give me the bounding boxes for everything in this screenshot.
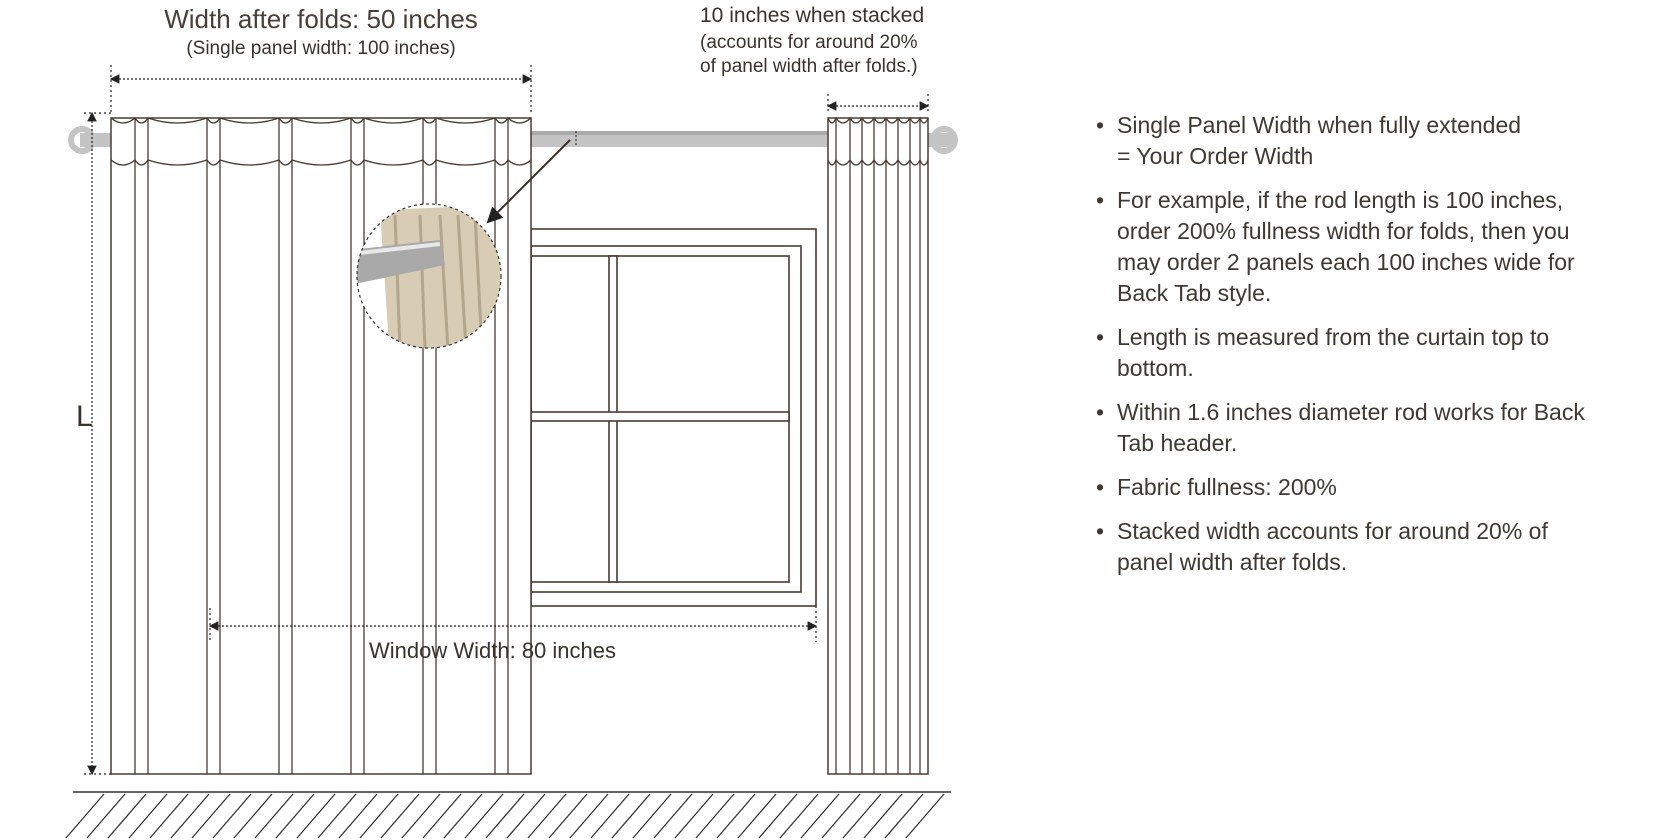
- note-line: Single Panel Width when fully extended: [1117, 112, 1522, 138]
- note-line: panel width after folds.: [1117, 549, 1348, 575]
- bullet-icon: •: [1096, 112, 1105, 138]
- note-line: For example, if the rod length is 100 in…: [1117, 187, 1564, 213]
- stacked-curtain-panel: [827, 116, 929, 775]
- note-item: • Within 1.6 inches diameter rod works fo…: [1096, 397, 1676, 459]
- note-line: order 200% fullness width for folds, the…: [1117, 218, 1570, 244]
- notes-list: • Single Panel Width when fully extended =…: [1096, 110, 1676, 591]
- bullet-icon: •: [1096, 518, 1105, 544]
- note-item: • Fabric fullness: 200%: [1096, 472, 1676, 503]
- bullet-icon: •: [1096, 399, 1105, 425]
- bullet-icon: •: [1096, 324, 1105, 350]
- note-line: Tab header.: [1117, 430, 1238, 456]
- stacked-note-line-1: (accounts for around 20%: [700, 32, 918, 53]
- note-line: bottom.: [1117, 355, 1194, 381]
- note-line: Back Tab style.: [1117, 280, 1272, 306]
- floor-hatch: [65, 791, 951, 839]
- window: [530, 228, 817, 607]
- note-item: • Length is measured from the curtain top…: [1096, 322, 1676, 384]
- stacked-note-line-2: of panel width after folds.): [700, 56, 918, 77]
- note-item: • Stacked width accounts for around 20% o…: [1096, 516, 1676, 578]
- back-tab-detail-inset: [356, 131, 577, 349]
- stacked-label: 10 inches when stacked: [700, 4, 925, 27]
- window-width-label: Window Width: 80 inches: [369, 638, 616, 663]
- single-panel-width-label: (Single panel width: 100 inches): [186, 38, 456, 59]
- bullet-icon: •: [1096, 474, 1105, 500]
- note-line: Length is measured from the curtain top …: [1117, 324, 1550, 350]
- left-curtain-panel: [110, 117, 532, 775]
- note-item: • For example, if the rod length is 100 i…: [1096, 185, 1676, 309]
- length-label: L: [76, 400, 93, 433]
- note-line: Within 1.6 inches diameter rod works for…: [1117, 399, 1585, 425]
- note-line: Fabric fullness: 200%: [1117, 474, 1337, 500]
- note-item: • Single Panel Width when fully extended =…: [1096, 110, 1676, 172]
- inset-pointer-arrow: [486, 139, 571, 224]
- note-line: may order 2 panels each 100 inches wide …: [1117, 249, 1575, 275]
- note-line: = Your Order Width: [1117, 143, 1314, 169]
- bullet-icon: •: [1096, 187, 1105, 213]
- note-line: Stacked width accounts for around 20% of: [1117, 518, 1548, 544]
- width-after-folds-label: Width after folds: 50 inches: [164, 4, 478, 34]
